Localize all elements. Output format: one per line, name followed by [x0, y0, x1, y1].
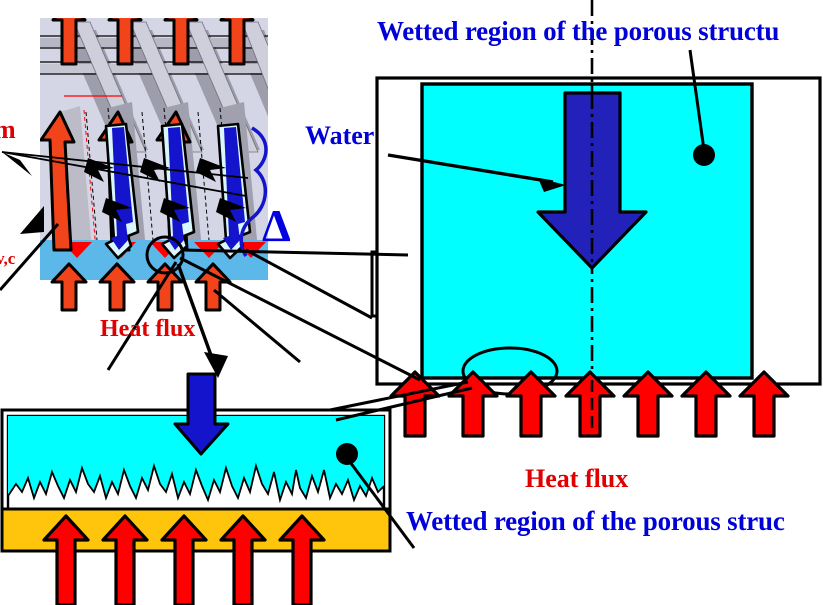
label-heat-flux-macroscale: Heat flux	[525, 464, 629, 493]
leader-line-wetted-main	[688, 49, 706, 151]
leader-dot-wetted-main	[693, 144, 715, 166]
heat-flux-arrow-group-main-panel	[389, 370, 790, 438]
small-black-arrow-group	[84, 158, 246, 222]
porous-red-dashed-guide	[83, 109, 97, 251]
leader-dot-wetted-bottom	[336, 443, 358, 465]
heat-flux-arrow-group-mesoscale	[42, 514, 326, 605]
leader-line-wetted-bottom	[345, 457, 416, 549]
label-water: Water	[305, 121, 375, 150]
label-steam-fragment: m	[0, 115, 16, 144]
label-heat-flux-microscale: Heat flux	[100, 316, 196, 342]
mesoscale-dry-patch-front	[8, 462, 384, 504]
magnification-arrow-to-mesoscale	[176, 263, 228, 378]
mesoscale-liquid-body	[8, 416, 384, 500]
panel-connector-lines	[0, 151, 473, 422]
top-left-porous-panel	[40, 18, 268, 280]
water-leader-arrow	[387, 153, 566, 192]
vapor-arrow-top-group	[51, 18, 255, 66]
label-delta-symbol: Δ	[262, 200, 291, 251]
liquid-recirculation-curve	[239, 126, 268, 257]
heat-flux-arrow-group-top-panel-tails	[50, 262, 232, 312]
label-wetted-region-bottom: Wetted region of the porous struc	[406, 506, 785, 536]
title-wetted-region: Wetted region of the porous structu	[377, 16, 780, 46]
liquid-arrow-group	[104, 122, 252, 260]
bottom-left-panel	[0, 372, 416, 605]
liquid-inflow-arrow-mesoscale	[173, 372, 230, 456]
callout-circle-microscale	[145, 235, 185, 275]
main-right-panel	[375, 0, 822, 438]
label-vc-fragment: v,c	[0, 249, 16, 268]
mesoscale-liquid-group	[8, 416, 384, 504]
